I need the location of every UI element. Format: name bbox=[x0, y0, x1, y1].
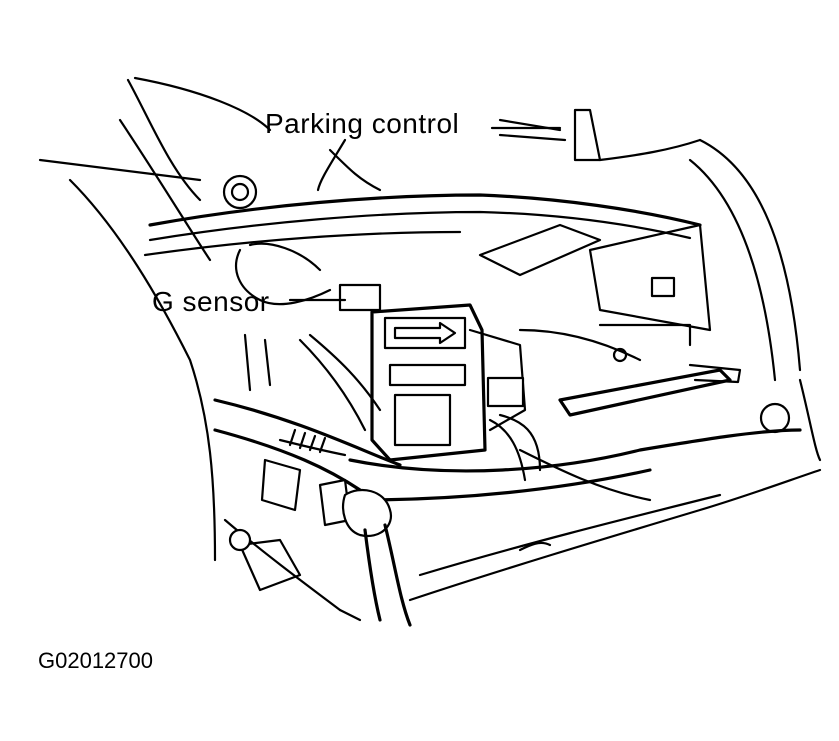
figure-code: G02012700 bbox=[38, 648, 153, 673]
g-sensor-label: G sensor bbox=[152, 286, 270, 317]
g-sensor-unit bbox=[338, 283, 542, 482]
parking-control-assembly bbox=[143, 174, 791, 434]
callout-leaders bbox=[288, 126, 562, 302]
parking-control-leader bbox=[316, 138, 347, 192]
wiring-harness bbox=[213, 242, 802, 627]
parking-control-label: Parking control bbox=[265, 108, 460, 139]
floor-structure bbox=[223, 468, 822, 622]
